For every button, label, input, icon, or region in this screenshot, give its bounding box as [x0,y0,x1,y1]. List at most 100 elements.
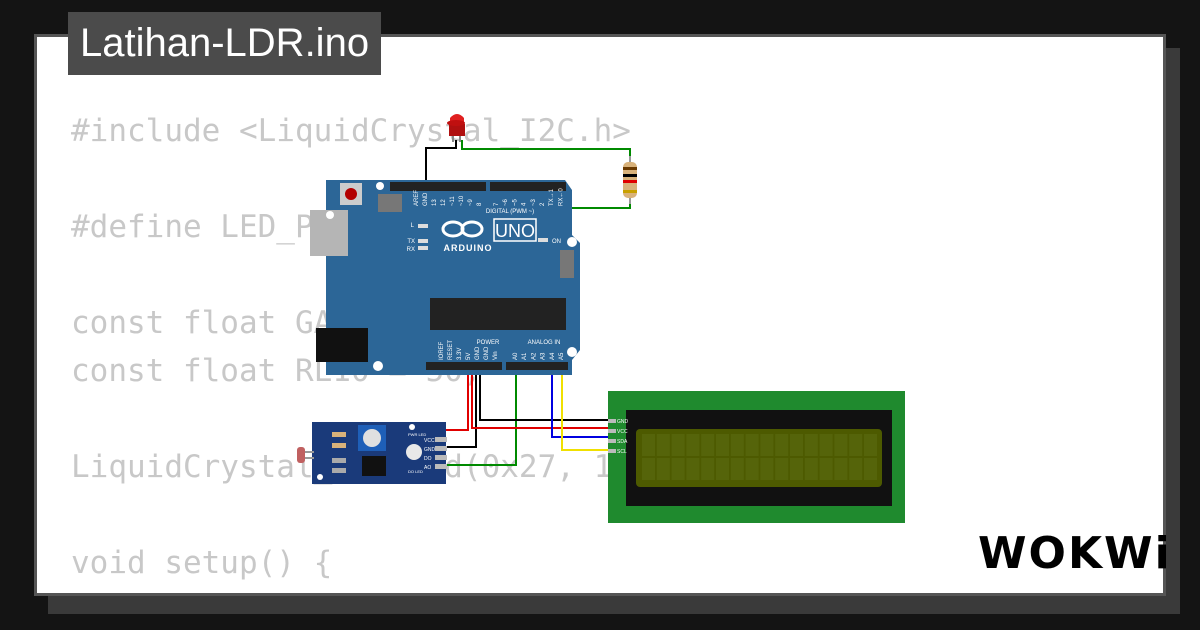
power-pin-label: RESET [448,340,454,360]
wire-sda [551,365,612,438]
arduino-rx-label: RX [407,247,415,253]
ldr-pin[interactable] [435,464,447,469]
lcd-pin[interactable] [608,419,616,423]
analog-pin-label: A2 [531,352,537,360]
reset-button[interactable] [345,188,357,200]
wire-5v [440,365,469,431]
arduino-power-header: POWER [477,340,500,346]
lcd-char-cell [864,434,877,456]
lcd-char-cell [760,434,774,456]
ldr-pin-label: GND [424,447,436,453]
arduino-uno[interactable]: UNO ARDUINO DIGITAL (PWM ~) ANALOG IN PO… [310,180,580,375]
lcd-char-cell [775,434,789,456]
lcd-char-cell [671,434,685,456]
lcd-char-cell [790,434,803,456]
digital-pin-label: GND [423,192,429,206]
lcd-char-cell [716,434,729,456]
digital-pin-label: AREF [414,190,420,206]
lcd-char-cell [834,434,848,456]
arduino-brand-label: ARDUINO [444,243,493,253]
wire-gnd-lcd [479,365,612,421]
wire-led-gnd [425,140,457,187]
lcd-char-cell [701,434,715,456]
lcd-char-cell [656,434,670,456]
ldr-pin-label: DO [424,456,432,462]
digital-pin-label: 8 [477,202,483,206]
digital-pin-label: ~5 [512,198,518,206]
lcd-char-cell [760,458,774,480]
project-card[interactable]: #include <LiquidCrystal_I2C.h>#define LE… [34,34,1166,596]
lcd-char-cell [790,458,803,480]
lcd-pin-label: SDA [617,439,628,445]
digital-pin-label: 7 [494,202,500,206]
wire-vcc-lcd [471,365,612,429]
ldr-pwr-label: PWR LED [408,432,426,437]
digital-pin-label: ~11 [450,196,456,206]
lcd-pin[interactable] [608,439,616,443]
ldr-pin[interactable] [435,437,447,442]
lcd-pin-label: VCC [617,429,628,435]
digital-pin-label: 13 [432,199,438,206]
analog-pin-label: A5 [559,352,565,360]
lcd-pin-label: SCL [617,449,627,455]
digital-pin-label: 4 [522,202,528,206]
lcd-1602-i2c[interactable]: GND VCC SDA SCL [608,391,905,523]
lcd-char-cell [745,458,759,480]
lcd-char-cell [745,434,759,456]
arduino-model-label: UNO [495,221,535,241]
lcd-char-cell [849,458,863,480]
digital-pin-label: RX←0 [558,188,564,206]
lcd-pin-label: GND [617,419,629,425]
power-pin-label: GND [475,346,481,360]
arduino-infinity-logo [441,220,484,238]
power-pin-label: GND [484,346,490,360]
project-title[interactable]: Latihan-LDR.ino [68,12,382,75]
digital-pin-label: ~6 [503,198,509,206]
analog-pin-label: A4 [550,352,556,360]
ldr-pin-label: AO [424,465,431,471]
lcd-char-cell [864,458,877,480]
photoresistor [297,447,305,463]
ldr-pin[interactable] [435,455,447,460]
lcd-char-cell [716,458,729,480]
lcd-char-cell [849,434,863,456]
resistor[interactable] [623,156,637,204]
code-line: void setup() { [71,545,333,581]
wire-led-resistor [461,140,631,160]
lcd-char-cell [730,434,744,456]
lcd-char-cell [656,458,670,480]
arduino-analog-header: ANALOG IN [528,340,561,346]
analog-pin-label: A0 [513,352,519,360]
lcd-char-cell [730,458,744,480]
analog-pin-label: A3 [541,352,547,360]
lcd-char-cell [642,434,655,456]
digital-pin-label: TX→1 [549,188,555,206]
lcd-pin[interactable] [608,429,616,433]
red-led[interactable] [447,114,465,142]
lcd-char-cell [775,458,789,480]
digital-pin-label: ~10 [459,195,465,206]
lcd-char-cell [701,458,715,480]
digital-pin-label: ~9 [468,198,474,206]
power-pin-label: 5V [466,353,472,360]
lcd-char-cell [642,458,655,480]
lcd-char-cell [686,458,700,480]
wokwi-logo: WOKWi [978,528,1172,579]
analog-pin-label: A1 [522,352,528,360]
ldr-pin[interactable] [435,446,447,451]
lcd-char-cell [819,458,833,480]
power-jack [316,328,368,362]
arduino-l-label: L [411,223,415,229]
lcd-pin[interactable] [608,449,616,453]
lcd-char-cell [671,458,685,480]
lcd-char-cell [804,458,818,480]
power-pin-label: Vin [493,351,499,360]
lcd-char-cell [819,434,833,456]
lcd-char-cell [834,458,848,480]
arduino-tx-label: TX [407,239,415,245]
arduino-digital-header: DIGITAL (PWM ~) [486,209,534,215]
arduino-on-label: ON [552,239,561,245]
ldr-pin-label: VCC [424,438,435,444]
wire-a0 [440,365,517,466]
